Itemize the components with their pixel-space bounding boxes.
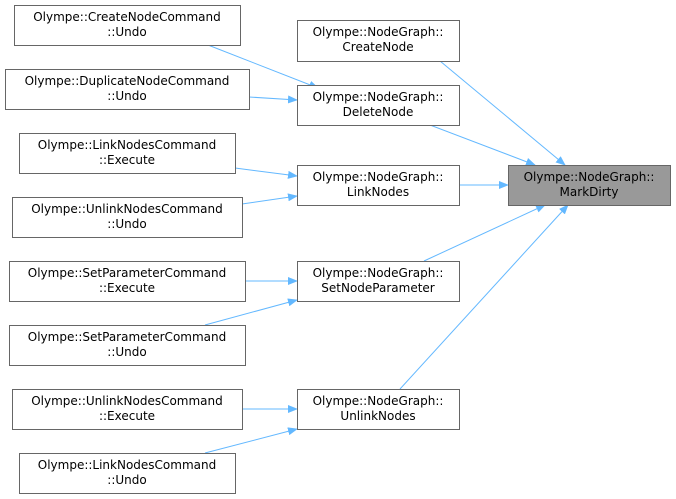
node-markdirty[interactable]: Olympe::NodeGraph::MarkDirty [508, 165, 671, 206]
node-label: Olympe::SetParameterCommand [28, 266, 226, 280]
node-box [9, 325, 246, 366]
node-linknodes[interactable]: Olympe::NodeGraph::LinkNodes [297, 165, 460, 206]
node-label: Olympe::UnlinkNodesCommand [31, 394, 223, 408]
node-label: ::Execute [99, 281, 155, 295]
node-box [297, 85, 460, 126]
node-label: Olympe::LinkNodesCommand [38, 138, 216, 152]
node-label: MarkDirty [560, 185, 619, 199]
node-box [297, 165, 460, 206]
node-box [297, 20, 460, 62]
node-box [12, 197, 243, 238]
call-edge [399, 204, 569, 390]
call-edge [204, 298, 298, 326]
node-box [12, 389, 243, 430]
node-label: Olympe::NodeGraph:: [524, 170, 655, 184]
node-label: ::Undo [107, 89, 146, 103]
node-label: ::Undo [107, 345, 146, 359]
node-box [19, 133, 236, 174]
node-label: Olympe::CreateNodeCommand [33, 10, 221, 24]
node-label: Olympe::NodeGraph:: [313, 394, 444, 408]
node-label: ::Execute [99, 409, 155, 423]
node-deletenode[interactable]: Olympe::NodeGraph::DeleteNode [297, 85, 460, 126]
node-label: LinkNodes [347, 185, 409, 199]
call-edge [204, 427, 298, 454]
node-label: Olympe::NodeGraph:: [313, 25, 444, 39]
node-caller-1[interactable]: Olympe::DuplicateNodeCommand::Undo [5, 69, 250, 110]
node-box [14, 5, 241, 46]
node-label: ::Execute [99, 153, 155, 167]
node-caller-2[interactable]: Olympe::LinkNodesCommand::Execute [19, 133, 236, 174]
node-box [297, 261, 460, 302]
node-caller-3[interactable]: Olympe::UnlinkNodesCommand::Undo [12, 197, 243, 238]
node-caller-5[interactable]: Olympe::SetParameterCommand::Undo [9, 325, 246, 366]
node-label: Olympe::DuplicateNodeCommand [25, 74, 230, 88]
node-label: Olympe::SetParameterCommand [28, 330, 226, 344]
node-label: ::Undo [107, 25, 146, 39]
node-label: Olympe::NodeGraph:: [313, 90, 444, 104]
node-label: Olympe::UnlinkNodesCommand [31, 202, 223, 216]
node-label: Olympe::NodeGraph:: [313, 266, 444, 280]
call-edge [207, 44, 319, 89]
call-edge [439, 60, 566, 166]
node-setnodeparameter[interactable]: Olympe::NodeGraph::SetNodeParameter [297, 261, 460, 302]
node-label: Olympe::NodeGraph:: [313, 170, 444, 184]
node-box [508, 165, 671, 206]
call-edge [429, 124, 536, 166]
node-label: Olympe::LinkNodesCommand [38, 458, 216, 472]
node-caller-4[interactable]: Olympe::SetParameterCommand::Execute [9, 261, 246, 302]
node-box [5, 69, 250, 110]
node-label: SetNodeParameter [321, 281, 435, 295]
node-box [19, 453, 236, 494]
call-edge [241, 193, 298, 205]
call-edge [234, 167, 298, 179]
node-label: UnlinkNodes [340, 409, 415, 423]
node-label: DeleteNode [343, 105, 414, 119]
node-box [297, 389, 460, 430]
call-edge [248, 95, 298, 104]
node-caller-6[interactable]: Olympe::UnlinkNodesCommand::Execute [12, 389, 243, 430]
node-caller-7[interactable]: Olympe::LinkNodesCommand::Undo [19, 453, 236, 494]
node-unlinknodes[interactable]: Olympe::NodeGraph::UnlinkNodes [297, 389, 460, 430]
node-box [9, 261, 246, 302]
node-caller-0[interactable]: Olympe::CreateNodeCommand::Undo [14, 5, 241, 46]
node-createnode[interactable]: Olympe::NodeGraph::CreateNode [297, 20, 460, 62]
node-label: ::Undo [107, 217, 146, 231]
node-label: ::Undo [107, 473, 146, 487]
call-edge [423, 204, 546, 262]
node-label: CreateNode [342, 40, 413, 54]
